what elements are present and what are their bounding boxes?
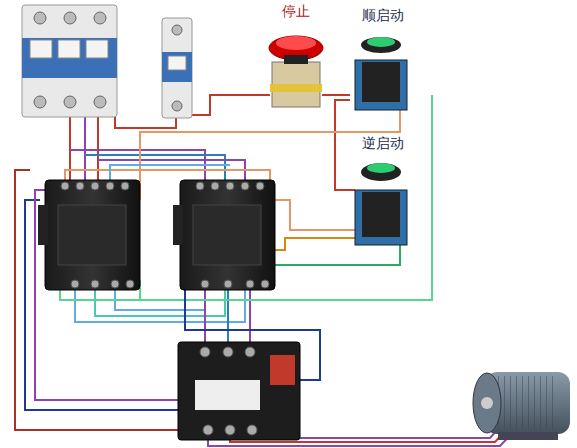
button-label: 停止 [280, 4, 312, 19]
button-label: 逆启动 [360, 136, 406, 151]
button-label: 顺启动 [360, 8, 406, 23]
